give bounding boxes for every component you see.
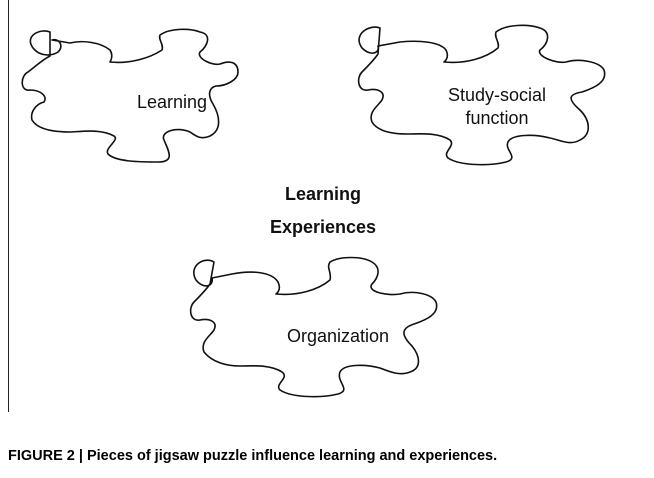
puzzle-piece-organization-label: Organization	[287, 326, 389, 346]
center-label-line2: Experiences	[270, 217, 376, 237]
puzzle-piece-learning-outline	[21, 28, 239, 163]
puzzle-piece-study-social-function-outline	[357, 24, 606, 166]
puzzle-piece-learning: Learning	[21, 28, 239, 163]
puzzle-piece-organization-outline	[189, 256, 438, 398]
figure-caption: FIGURE 2 | Pieces of jigsaw puzzle influ…	[8, 448, 498, 464]
center-label-line1: Learning	[285, 184, 361, 204]
puzzle-piece-study-social-function: Study-social function	[357, 24, 606, 166]
puzzle-piece-organization: Organization	[189, 256, 438, 398]
figure-frame-line	[8, 0, 9, 412]
jigsaw-diagram: Learning Study-social function Learning …	[21, 24, 606, 398]
puzzle-piece-study-social-function-label-line2: function	[465, 108, 528, 128]
puzzle-piece-study-social-function-label-line1: Study-social	[448, 85, 546, 105]
puzzle-piece-learning-label: Learning	[137, 92, 207, 112]
